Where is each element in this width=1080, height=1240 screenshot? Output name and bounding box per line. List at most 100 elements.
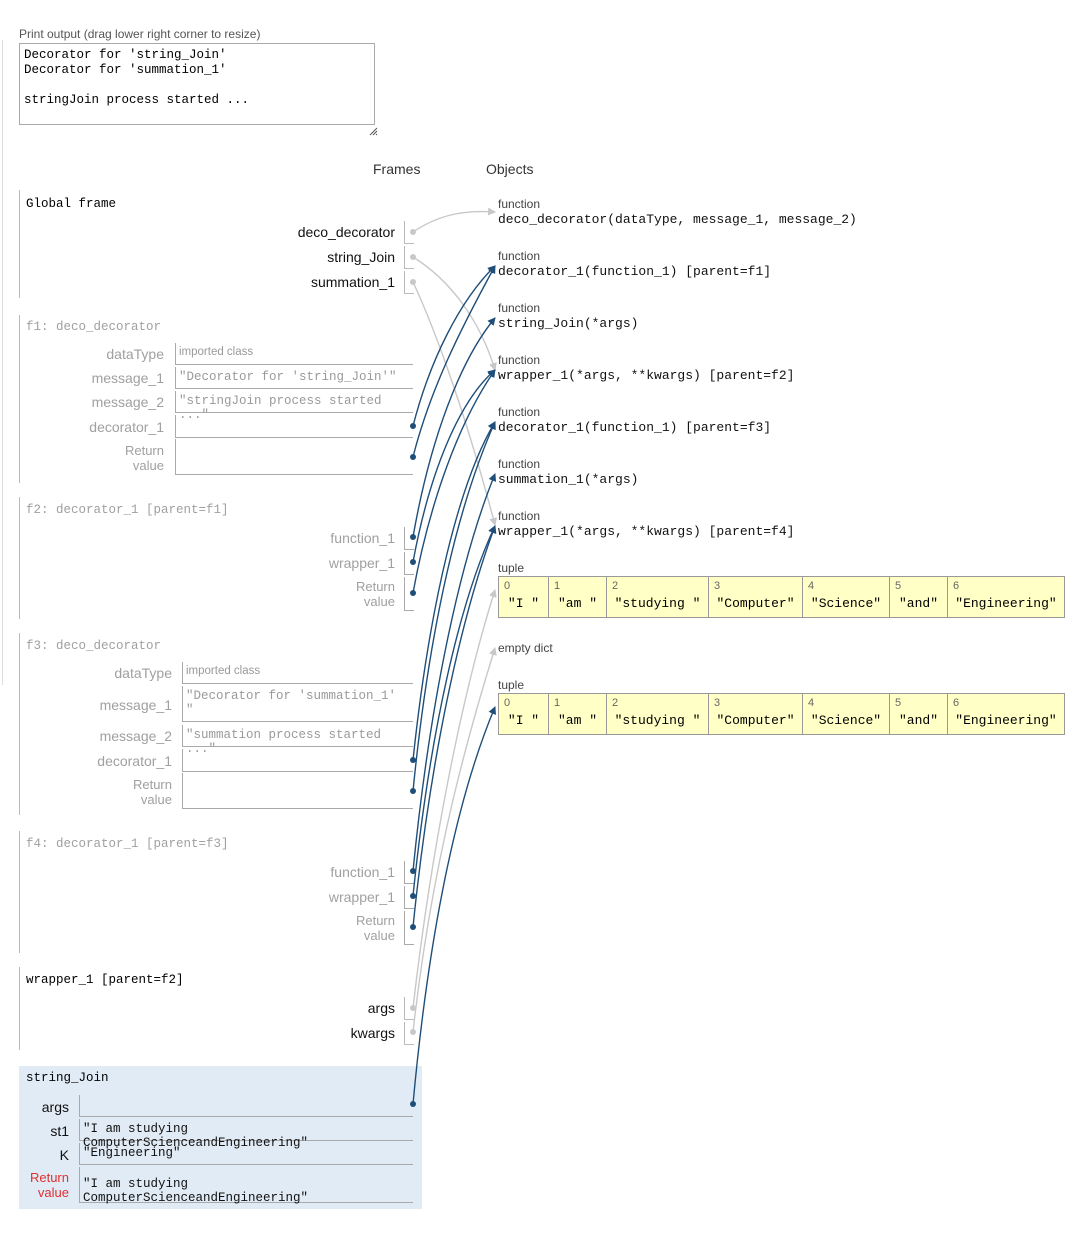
tuple-object: 0"I " 1"am " 2"studying " 3"Computer" 4"… bbox=[498, 576, 1065, 618]
return-label-line: value bbox=[132, 458, 164, 473]
tuple-cell: 5"and" bbox=[890, 577, 948, 617]
pointer-box bbox=[404, 861, 414, 884]
tuple-cell: 0"I " bbox=[499, 694, 549, 734]
return-label-line: value bbox=[140, 792, 172, 807]
return-label-line: Return bbox=[355, 913, 395, 928]
return-label-line: Return bbox=[132, 777, 172, 792]
function-object: summation_1(*args) bbox=[498, 472, 639, 487]
return-label-line: Return bbox=[355, 579, 395, 594]
pointer-box bbox=[404, 527, 414, 550]
var-kwargs: kwargs bbox=[350, 1025, 395, 1041]
pointer-arrow bbox=[412, 265, 496, 427]
object-type: function bbox=[498, 249, 541, 263]
return-label-line: value bbox=[37, 1185, 69, 1200]
function-object: string_Join(*args) bbox=[498, 316, 639, 331]
tuple-item: "Engineering" bbox=[955, 713, 1057, 728]
global-frame bbox=[19, 190, 419, 298]
pointer-box bbox=[404, 997, 414, 1020]
var-message-2: message_2 bbox=[91, 394, 164, 410]
pointer-arrow bbox=[412, 421, 496, 792]
pointer-arrow bbox=[412, 265, 496, 458]
tuple-item: "and" bbox=[898, 596, 938, 611]
var-datatype: dataType bbox=[106, 346, 164, 362]
print-line: Decorator for 'summation_1' bbox=[24, 63, 227, 77]
datatype-value: imported class bbox=[182, 662, 413, 684]
tuple-item: "I " bbox=[507, 596, 540, 611]
value-line: "Decorator for 'summation_1' bbox=[186, 689, 397, 703]
resize-grip-icon[interactable] bbox=[368, 126, 378, 136]
tuple-item: "and" bbox=[898, 713, 938, 728]
tuple-item: "Engineering" bbox=[955, 596, 1057, 611]
return-value bbox=[182, 773, 413, 809]
object-type: empty dict bbox=[498, 641, 553, 655]
tuple-item: "studying " bbox=[614, 713, 701, 728]
pointer-box bbox=[404, 271, 414, 294]
pointer-box bbox=[404, 1022, 414, 1045]
pointer-box bbox=[404, 246, 414, 269]
var-decorator-1: decorator_1 bbox=[97, 753, 172, 769]
frame-f4 bbox=[19, 831, 419, 953]
tuple-cell: 2"studying " bbox=[607, 577, 709, 617]
var-wrapper-1: wrapper_1 bbox=[328, 889, 395, 905]
value-line: " bbox=[186, 703, 194, 717]
frame-wrapper-1 bbox=[19, 967, 419, 1050]
frames-header: Frames bbox=[373, 161, 421, 177]
pointer-arrow bbox=[412, 207, 496, 233]
pointer-arrow bbox=[412, 473, 497, 872]
return-label-line: Return bbox=[29, 1170, 69, 1185]
frame-string-join-active bbox=[19, 1066, 422, 1209]
var-args: args bbox=[41, 1099, 69, 1115]
var-deco-decorator: deco_decorator bbox=[297, 224, 395, 240]
pointer-arrow bbox=[412, 281, 498, 526]
print-line: stringJoin process started ... bbox=[24, 93, 250, 107]
object-type: function bbox=[498, 405, 541, 419]
tuple-cell: 6"Engineering" bbox=[948, 694, 1064, 734]
tuple-cell: 1"am " bbox=[549, 577, 607, 617]
return-label-line: value bbox=[363, 594, 395, 609]
tuple-cell: 3"Computer" bbox=[709, 694, 803, 734]
tuple-item: "am " bbox=[557, 596, 597, 611]
print-output-label: Print output (drag lower right corner to… bbox=[19, 27, 261, 41]
var-args: args bbox=[367, 1000, 395, 1016]
pointer-arrow bbox=[412, 647, 497, 1033]
pointer-box bbox=[404, 552, 414, 575]
var-message-1: message_1 bbox=[99, 697, 172, 713]
pointer-arrow bbox=[412, 256, 497, 371]
var-decorator-1: decorator_1 bbox=[89, 419, 164, 435]
function-object: wrapper_1(*args, **kwargs) [parent=f4] bbox=[498, 524, 795, 539]
object-type: tuple bbox=[498, 561, 525, 575]
tuple-item: "Computer" bbox=[716, 596, 795, 611]
object-type: function bbox=[498, 509, 541, 523]
var-message-2: message_2 bbox=[99, 728, 172, 744]
pointer-arrow bbox=[412, 706, 496, 1105]
object-type: tuple bbox=[498, 678, 525, 692]
decorator-1-value bbox=[175, 415, 413, 438]
tuple-cell: 1"am " bbox=[549, 694, 607, 734]
function-object: wrapper_1(*args, **kwargs) [parent=f2] bbox=[498, 368, 795, 383]
tuple-cell: 4"Science" bbox=[803, 577, 890, 617]
tuple-item: "Science" bbox=[810, 713, 882, 728]
message-1-value: "Decorator for 'summation_1'" bbox=[182, 686, 413, 722]
tuple-cell: 4"Science" bbox=[803, 694, 890, 734]
return-value: "I am studying ComputerScienceandEnginee… bbox=[79, 1167, 413, 1205]
frame-title: f1: deco_decorator bbox=[26, 320, 162, 334]
message-1-value: "Decorator for 'string_Join'" bbox=[175, 367, 413, 389]
divider bbox=[2, 40, 3, 685]
function-object: decorator_1(function_1) [parent=f1] bbox=[498, 264, 772, 279]
pointer-arrow bbox=[412, 317, 496, 538]
message-2-value: "stringJoin process started ..." bbox=[175, 391, 413, 422]
pointer-box bbox=[404, 221, 414, 244]
tuple-cell: 5"and" bbox=[890, 694, 948, 734]
print-output-box[interactable]: Decorator for 'string_Join' Decorator fo… bbox=[19, 43, 375, 125]
object-type: function bbox=[498, 301, 541, 315]
frame-f2 bbox=[19, 497, 419, 619]
pointer-box bbox=[404, 886, 414, 909]
tuple-cell: 2"studying " bbox=[607, 694, 709, 734]
pointer-arrow bbox=[412, 369, 496, 563]
